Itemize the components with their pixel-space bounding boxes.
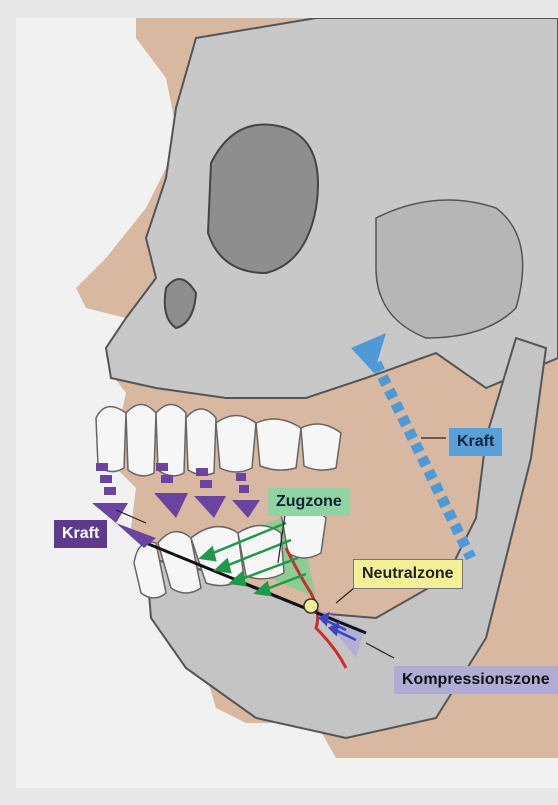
- label-kraft-right: Kraft: [449, 428, 502, 456]
- temporal-area: [376, 200, 523, 338]
- label-zugzone: Zugzone: [268, 488, 350, 516]
- neutral-zone-marker: [304, 599, 318, 613]
- label-neutralzone: Neutralzone: [353, 559, 463, 589]
- label-kompressionszone: Kompressionszone: [394, 666, 558, 694]
- label-kraft-left: Kraft: [54, 520, 107, 548]
- illustration-panel: Kraft Kraft Zugzone Neutralzone Kompress…: [16, 18, 558, 788]
